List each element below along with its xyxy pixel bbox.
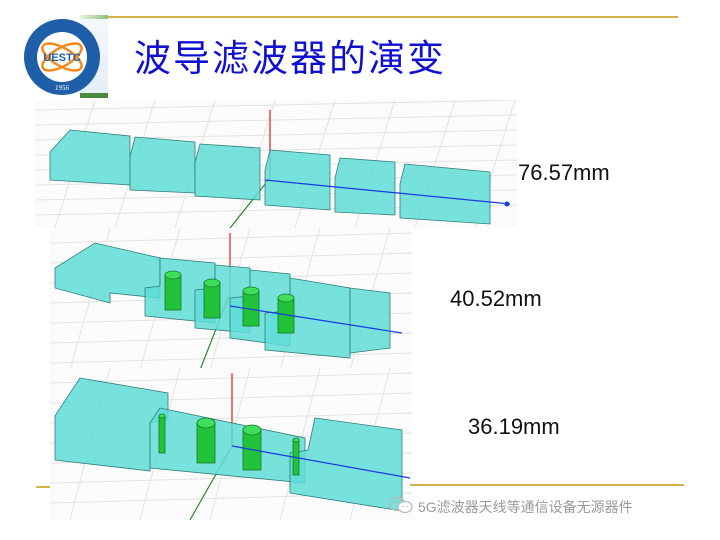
uestc-logo: UESTC 1956: [22, 17, 102, 97]
dimension-label-3: 36.19mm: [468, 414, 560, 439]
header-accent-bar: [80, 15, 108, 19]
footer-rule-right: [410, 484, 684, 486]
dimension-label-2: 40.52mm: [450, 286, 542, 311]
filter-render-2: [50, 228, 412, 370]
logo-panel-accent: [80, 93, 108, 98]
header-rule: [108, 16, 678, 18]
logo-year: 1956: [55, 84, 70, 92]
dimension-label-1: 76.57mm: [518, 160, 610, 185]
wechat-icon: [388, 496, 414, 517]
slide-title: 波导滤波器的演变: [134, 37, 446, 80]
logo-text: UESTC: [43, 52, 80, 64]
filter-render-3: [50, 368, 412, 520]
watermark: 5G滤波器天线等通信设备无源器件: [388, 496, 633, 517]
footer-rule-left: [36, 486, 50, 488]
filter-render-1: [35, 100, 517, 228]
watermark-text: 5G滤波器天线等通信设备无源器件: [418, 498, 633, 515]
